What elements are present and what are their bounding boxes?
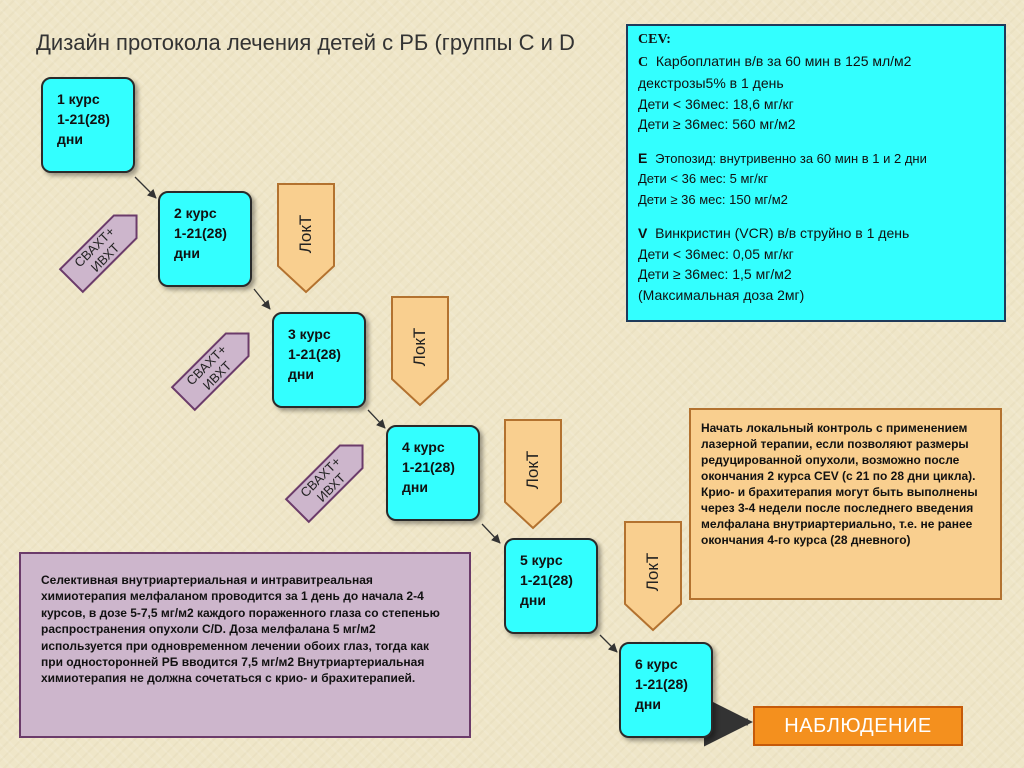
cev-v-letter: V xyxy=(638,225,648,241)
connector-arrow-4-5 xyxy=(481,523,501,544)
lokt-label: ЛокТ xyxy=(296,215,315,253)
connector-arrow-3-4 xyxy=(367,409,386,429)
connector-arrow-5-6 xyxy=(599,634,618,653)
course-box-2: 2 курс 1-21(28) дни xyxy=(158,191,252,287)
course-unit: дни xyxy=(57,131,83,147)
course-unit: дни xyxy=(520,592,546,608)
connector-arrow-2-3 xyxy=(253,288,271,310)
cev-c-letter: C xyxy=(638,54,649,70)
cev-c-line: Карбоплатин в/в за 60 мин в 125 мл/м2 xyxy=(655,52,912,69)
lokt-arrow-4: ЛокТ xyxy=(624,521,682,632)
course-box-5: 5 курс 1-21(28) дни xyxy=(504,538,598,634)
course-days: 1-21(28) xyxy=(402,459,455,475)
cev-e-line: Дети < 36 мес: 5 мг/кг xyxy=(638,171,769,186)
course-unit: дни xyxy=(402,479,428,495)
lokt-label: ЛокТ xyxy=(523,451,542,489)
course-name: 2 курс xyxy=(174,205,217,221)
svaht-tag-2: СВАХТ+ ИВХТ xyxy=(170,332,250,412)
cev-v-line: (Максимальная доза 2мг) xyxy=(638,286,805,303)
cev-e-line: Дети ≥ 36 мес: 150 мг/м2 xyxy=(638,191,788,207)
course-days: 1-21(28) xyxy=(288,346,341,362)
course-name: 5 курс xyxy=(520,552,563,568)
cev-c-line: Дети < 36мес: 18,6 мг/кг xyxy=(638,95,794,112)
cev-e-line: Этопозид: внутривенно за 60 мин в 1 и 2 … xyxy=(655,150,927,166)
course-box-3: 3 курс 1-21(28) дни xyxy=(272,312,366,408)
course-name: 3 курс xyxy=(288,326,331,342)
cev-regimen-box: CEV: C Карбоплатин в/в за 60 мин в 125 м… xyxy=(626,24,1006,322)
intraarterial-chemo-note: Селективная внутриартериальная и интрави… xyxy=(19,552,471,738)
course-days: 1-21(28) xyxy=(635,676,688,692)
course-days: 1-21(28) xyxy=(174,225,227,241)
lokt-arrow-1: ЛокТ xyxy=(277,183,335,294)
page-title: Дизайн протокола лечения детей с РБ (гру… xyxy=(36,30,575,55)
course-name: 4 курс xyxy=(402,439,445,455)
course-box-6: 6 курс 1-21(28) дни xyxy=(619,642,713,738)
cev-c-line: Дети ≥ 36мес: 560 мг/м2 xyxy=(638,116,796,132)
course-name: 1 курс xyxy=(57,91,100,107)
cev-e-letter: E xyxy=(638,149,648,166)
cev-c-line: декстрозы5% в 1 день xyxy=(638,75,784,91)
local-control-note: Начать локальный контроль с применением … xyxy=(689,408,1002,600)
course-days: 1-21(28) xyxy=(520,572,573,588)
lokt-arrow-3: ЛокТ xyxy=(504,419,562,530)
lokt-label: ЛокТ xyxy=(643,553,662,591)
course-box-4: 4 курс 1-21(28) дни xyxy=(386,425,480,521)
svaht-tag-3: СВАХТ+ ИВХТ xyxy=(284,444,364,524)
course-name: 6 курс xyxy=(635,656,678,672)
cev-v-line: Дети ≥ 36мес: 1,5 мг/м2 xyxy=(638,266,792,282)
course-days: 1-21(28) xyxy=(57,111,110,127)
connector-arrow-1-2 xyxy=(134,176,157,199)
observation-box: НАБЛЮДЕНИЕ xyxy=(753,706,963,746)
cev-heading: CEV: xyxy=(638,32,671,47)
svaht-tag-1: СВАХТ+ ИВХТ xyxy=(58,214,138,294)
course-unit: дни xyxy=(174,245,200,261)
course-box-1: 1 курс 1-21(28) дни xyxy=(41,77,135,173)
course-unit: дни xyxy=(288,366,314,382)
lokt-label: ЛокТ xyxy=(410,328,429,366)
cev-v-line: Винкристин (VCR) в/в струйно в 1 день xyxy=(655,225,910,241)
lokt-arrow-2: ЛокТ xyxy=(391,296,449,407)
cev-v-line: Дети < 36мес: 0,05 мг/кг xyxy=(638,245,794,262)
course-unit: дни xyxy=(635,696,661,712)
